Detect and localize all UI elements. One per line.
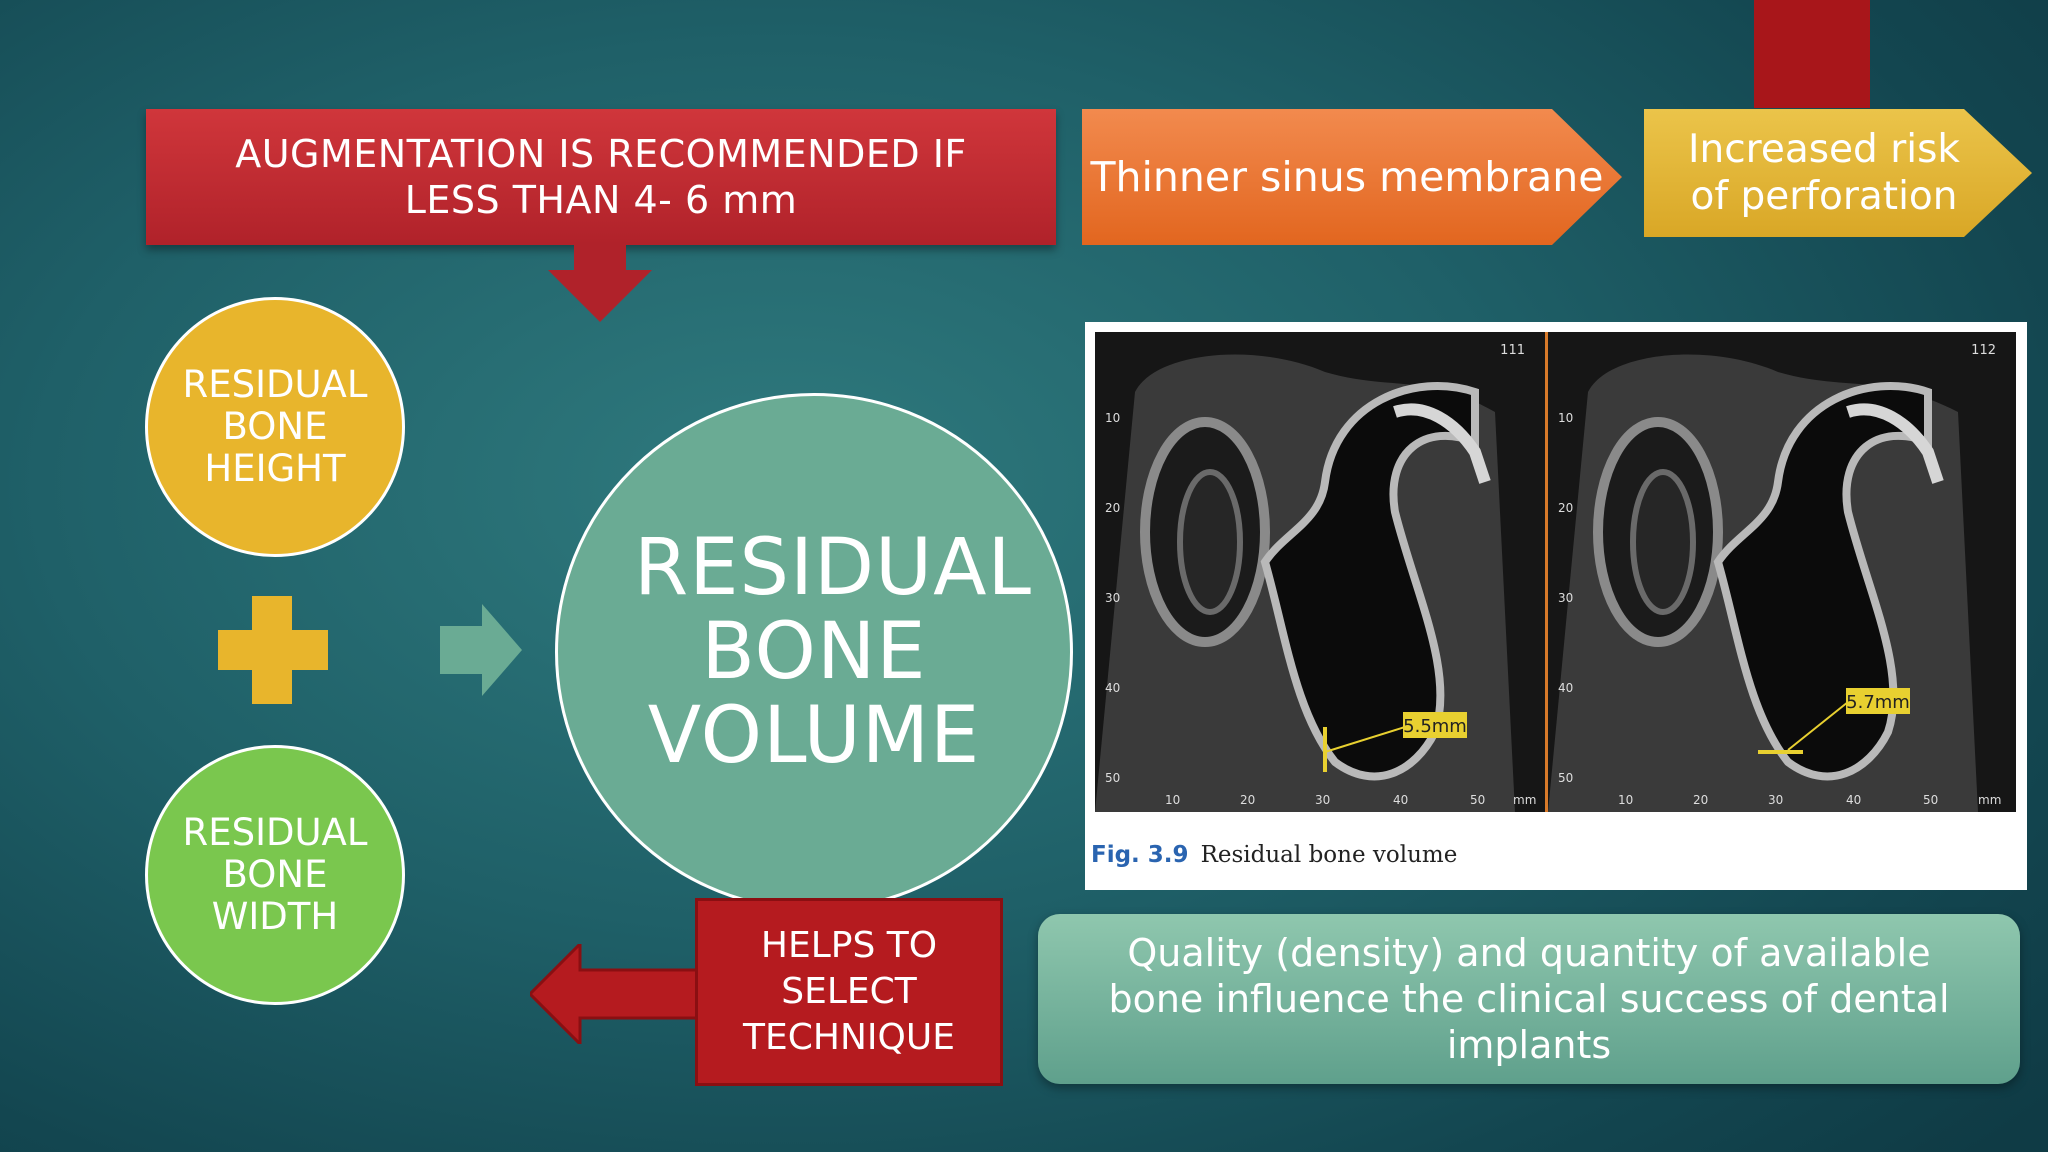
- ct-scan-right-panel: 5.7mm 112 10 20 30 40 50 mm 10 20 30 40 …: [1548, 332, 2016, 812]
- x-tick-label: 10: [1618, 793, 1633, 807]
- y-tick-label: 30: [1558, 591, 1573, 605]
- ct-scan-left-image: 5.5mm 111 10 20 30 40 50 mm 10 20 30 40 …: [1095, 332, 1545, 812]
- x-tick-label: 50: [1923, 793, 1938, 807]
- y-tick-label: 10: [1105, 411, 1120, 425]
- thinner-membrane-label: Thinner sinus membrane: [1082, 109, 1612, 245]
- helps-select-technique-box: HELPS TO SELECT TECHNIQUE: [695, 898, 1003, 1086]
- residual-bone-width-circle: RESIDUAL BONE WIDTH: [145, 745, 405, 1005]
- perforation-risk-text: Increased risk of perforation: [1688, 127, 1960, 219]
- thinner-membrane-arrow: [1082, 109, 1622, 245]
- figure-caption: Fig. 3.9 Residual bone volume: [1091, 842, 1457, 868]
- x-tick-label: 30: [1768, 793, 1783, 807]
- y-tick-label: 20: [1105, 501, 1120, 515]
- left-panel-id: 111: [1500, 343, 1525, 358]
- residual-bone-volume-circle: RESIDUAL BONE VOLUME: [555, 393, 1073, 911]
- x-tick-label: 20: [1693, 793, 1708, 807]
- residual-bone-height-text: RESIDUAL BONE HEIGHT: [182, 363, 368, 490]
- perforation-risk-arrow: [1644, 109, 2032, 237]
- unit-label: mm: [1513, 793, 1536, 807]
- helps-select-technique-text: HELPS TO SELECT TECHNIQUE: [743, 925, 955, 1058]
- x-tick-label: 10: [1165, 793, 1180, 807]
- x-tick-label: 30: [1315, 793, 1330, 807]
- thinner-membrane-text: Thinner sinus membrane: [1090, 153, 1604, 201]
- left-measurement-label: 5.5mm: [1403, 716, 1467, 737]
- ct-scan-figure: 5.5mm 111 10 20 30 40 50 mm 10 20 30 40 …: [1085, 322, 2027, 890]
- x-tick-label: 50: [1470, 793, 1485, 807]
- ct-scan-right-image: 5.7mm 112 10 20 30 40 50 mm 10 20 30 40 …: [1548, 332, 2016, 812]
- ct-scan-left-panel: 5.5mm 111 10 20 30 40 50 mm 10 20 30 40 …: [1095, 332, 1548, 812]
- y-tick-label: 30: [1105, 591, 1120, 605]
- figure-caption-text: Residual bone volume: [1200, 842, 1458, 868]
- unit-label: mm: [1978, 793, 2001, 807]
- figure-number: Fig. 3.9: [1091, 842, 1189, 868]
- y-tick-label: 10: [1558, 411, 1573, 425]
- augmentation-box: AUGMENTATION IS RECOMMENDED IF LESS THAN…: [146, 109, 1056, 245]
- right-panel-id: 112: [1971, 343, 1996, 358]
- x-tick-label: 40: [1846, 793, 1861, 807]
- y-tick-label: 50: [1558, 771, 1573, 785]
- left-arrow-icon: [530, 944, 710, 1044]
- residual-bone-volume-text: RESIDUAL BONE VOLUME: [634, 523, 1032, 781]
- y-tick-label: 20: [1558, 501, 1573, 515]
- right-arrow-icon: [440, 604, 522, 696]
- x-tick-label: 20: [1240, 793, 1255, 807]
- right-measurement-label: 5.7mm: [1846, 692, 1910, 713]
- plus-icon-bar: [218, 630, 328, 670]
- x-tick-label: 40: [1393, 793, 1408, 807]
- y-tick-label: 40: [1105, 681, 1120, 695]
- quality-note-text: Quality (density) and quantity of availa…: [1108, 931, 1950, 1067]
- quality-note-box: Quality (density) and quantity of availa…: [1038, 914, 2020, 1084]
- top-red-tab: [1754, 0, 1870, 108]
- y-tick-label: 40: [1558, 681, 1573, 695]
- residual-bone-height-circle: RESIDUAL BONE HEIGHT: [145, 297, 405, 557]
- y-tick-label: 50: [1105, 771, 1120, 785]
- augmentation-text: AUGMENTATION IS RECOMMENDED IF LESS THAN…: [235, 132, 967, 222]
- residual-bone-width-text: RESIDUAL BONE WIDTH: [182, 811, 368, 938]
- perforation-risk-label: Increased risk of perforation: [1644, 109, 2004, 237]
- down-arrow-icon: [548, 244, 652, 322]
